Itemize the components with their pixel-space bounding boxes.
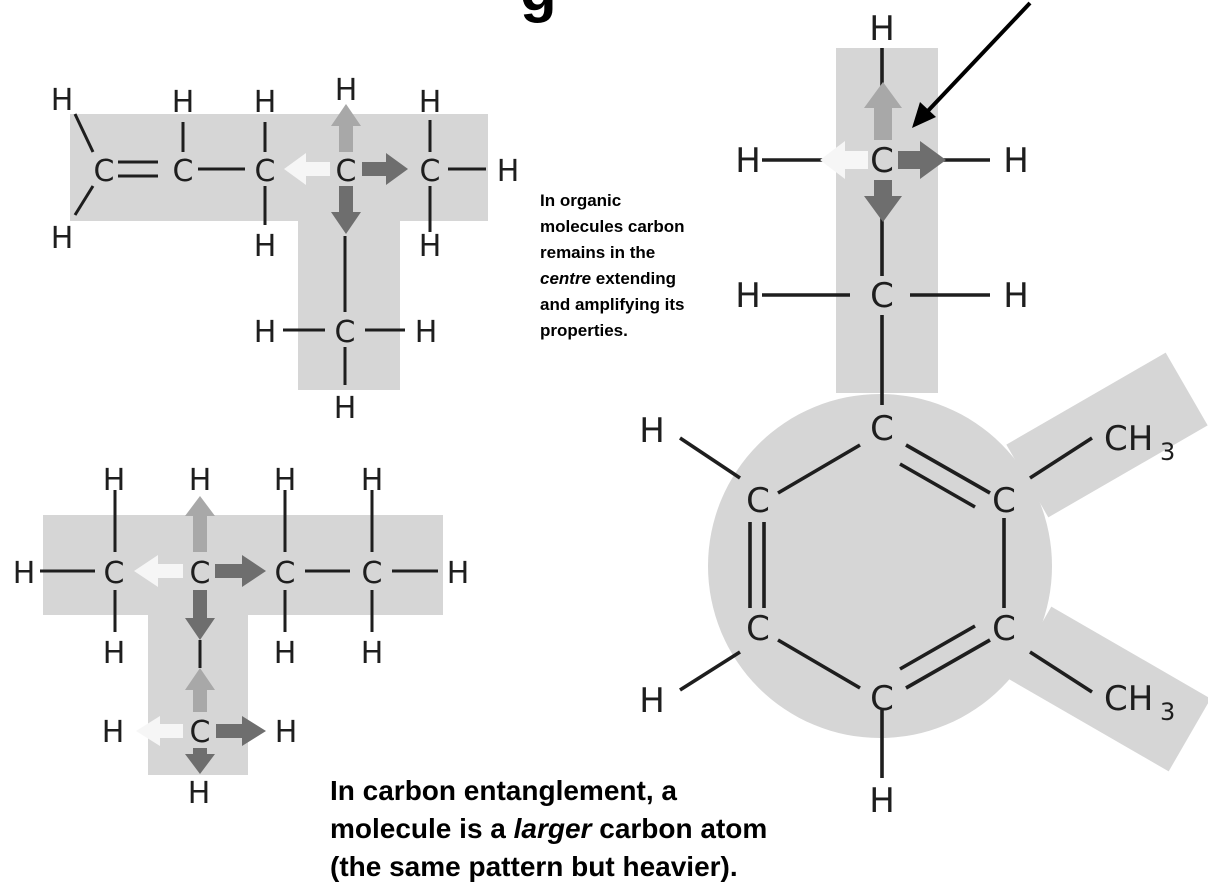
svg-text:C: C <box>275 556 296 591</box>
svg-text:H: H <box>639 411 665 451</box>
arrow-down <box>864 180 902 222</box>
arrow-down <box>185 590 215 640</box>
pointer-head <box>912 102 936 128</box>
arrow-left <box>820 141 868 179</box>
svg-text:3: 3 <box>1160 438 1175 466</box>
arrow-left <box>136 716 183 746</box>
svg-text:C: C <box>255 154 276 189</box>
arrow-left <box>134 555 183 587</box>
svg-text:H: H <box>361 463 384 498</box>
svg-text:H: H <box>51 83 74 118</box>
svg-text:C: C <box>104 556 125 591</box>
arrow-down <box>185 748 215 774</box>
svg-text:H: H <box>361 636 384 671</box>
svg-text:3: 3 <box>1160 698 1175 726</box>
svg-text:H: H <box>254 85 277 120</box>
svg-text:H: H <box>13 556 36 591</box>
arrow-up <box>331 104 361 152</box>
svg-text:C: C <box>992 609 1016 649</box>
svg-text:CH: CH <box>1104 679 1153 719</box>
svg-text:C: C <box>173 154 194 189</box>
arrow-right <box>362 153 408 185</box>
svg-text:H: H <box>735 276 761 316</box>
svg-text:C: C <box>190 556 211 591</box>
methyl-upper: CH 3 <box>1104 419 1175 466</box>
svg-text:H: H <box>103 636 126 671</box>
arrow-right <box>216 716 266 746</box>
svg-text:H: H <box>254 229 277 264</box>
arrow-up <box>864 82 902 140</box>
svg-text:H: H <box>254 315 277 350</box>
svg-text:H: H <box>275 715 298 750</box>
svg-text:H: H <box>1003 276 1029 316</box>
molecule-1: H H C C H C H H C H C H H H C H H H <box>51 73 520 426</box>
svg-text:H: H <box>172 85 195 120</box>
molecule-3: H H C H H C H C C C C C C H H H CH 3 CH … <box>639 1 1208 821</box>
svg-text:C: C <box>746 481 770 521</box>
svg-text:H: H <box>51 221 74 256</box>
svg-text:H: H <box>103 463 126 498</box>
arrow-left <box>284 153 330 185</box>
arrow-down <box>331 186 361 234</box>
svg-text:H: H <box>419 85 442 120</box>
highlight-band-1 <box>70 114 488 221</box>
arrow-up <box>185 496 215 552</box>
svg-text:C: C <box>94 154 115 189</box>
svg-text:C: C <box>870 141 894 181</box>
pointer-line <box>923 1 1032 116</box>
svg-text:C: C <box>992 481 1016 521</box>
svg-text:H: H <box>869 781 895 821</box>
svg-text:H: H <box>415 315 438 350</box>
arrow-right <box>215 555 266 587</box>
highlight-band-6 <box>1006 352 1208 518</box>
svg-text:H: H <box>1003 141 1029 181</box>
svg-text:H: H <box>335 73 358 108</box>
svg-text:C: C <box>870 409 894 449</box>
svg-text:C: C <box>870 679 894 719</box>
molecule-2: H C H H C H C H H C H H H C H H H <box>13 463 470 811</box>
svg-text:H: H <box>189 463 212 498</box>
arrow-up <box>185 668 215 712</box>
highlight-band-7 <box>1009 606 1208 772</box>
callout-big: In carbon entanglement, a molecule is a … <box>330 775 768 882</box>
svg-text:H: H <box>447 556 470 591</box>
svg-text:C: C <box>190 715 211 750</box>
arrow-right <box>898 141 946 179</box>
svg-text:H: H <box>334 391 357 426</box>
svg-text:C: C <box>336 154 357 189</box>
methyl-lower: CH 3 <box>1104 679 1175 726</box>
svg-text:C: C <box>870 276 894 316</box>
svg-text:H: H <box>497 154 520 189</box>
svg-text:H: H <box>102 715 125 750</box>
svg-text:C: C <box>362 556 383 591</box>
svg-text:H: H <box>188 776 211 811</box>
svg-text:CH: CH <box>1104 419 1153 459</box>
svg-text:H: H <box>274 636 297 671</box>
svg-text:C: C <box>746 609 770 649</box>
svg-text:H: H <box>735 141 761 181</box>
svg-text:C: C <box>420 154 441 189</box>
svg-text:C: C <box>335 315 356 350</box>
svg-text:H: H <box>419 229 442 264</box>
svg-text:H: H <box>639 681 665 721</box>
svg-text:H: H <box>274 463 297 498</box>
svg-text:H: H <box>869 9 895 49</box>
callout-small: In organic molecules carbon remains in t… <box>540 191 685 340</box>
